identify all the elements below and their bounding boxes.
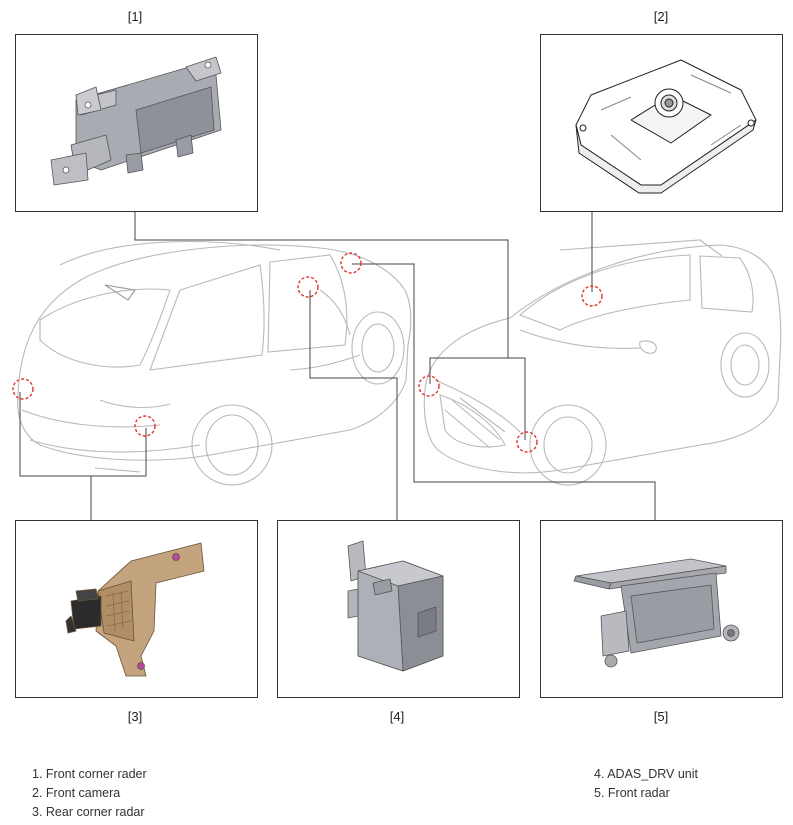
panel-front-radar xyxy=(540,520,783,698)
location-markers xyxy=(12,252,603,453)
legend-item-front-corner-radar: 1. Front corner rader xyxy=(32,767,147,781)
front-camera-housing-icon xyxy=(575,59,757,194)
panel-label-5: [5] xyxy=(653,709,669,724)
legend-right: 4. ADAS_DRV unit 5. Front radar xyxy=(594,765,698,803)
rear-view-car-illustration xyxy=(17,241,412,486)
marker-rear-right-corner-radar xyxy=(134,415,156,437)
panel-front-corner-radar xyxy=(15,34,258,212)
marker-front-camera xyxy=(581,285,603,307)
marker-adas-drv-unit xyxy=(297,276,319,298)
connector-lines xyxy=(19,211,656,520)
legend-item-front-camera: 2. Front camera xyxy=(32,786,121,800)
legend-item-adas-drv-unit: 4. ADAS_DRV unit xyxy=(594,767,698,781)
panel-label-4: [4] xyxy=(389,709,405,724)
marker-front-left-corner-radar xyxy=(418,375,440,397)
panel-adas-drv-unit xyxy=(277,520,520,698)
adas-drv-unit-icon xyxy=(347,540,444,672)
panel-label-2: [2] xyxy=(653,9,669,24)
legend-left: 1. Front corner rader 2. Front camera 3.… xyxy=(32,765,147,822)
panel-front-camera xyxy=(540,34,783,212)
marker-rear-left-corner-radar xyxy=(12,378,34,400)
front-corner-radar-bracket-icon xyxy=(50,56,222,186)
front-view-car-illustration xyxy=(423,239,782,486)
panel-label-3: [3] xyxy=(127,709,143,724)
marker-front-radar-area xyxy=(340,252,362,274)
panel-label-1: [1] xyxy=(127,9,143,24)
rear-corner-radar-bracket-icon xyxy=(65,542,205,677)
panel-rear-corner-radar xyxy=(15,520,258,698)
marker-front-right-corner-radar xyxy=(516,431,538,453)
legend-item-front-radar: 5. Front radar xyxy=(594,786,670,800)
legend-item-rear-corner-radar: 3. Rear corner radar xyxy=(32,805,145,819)
front-radar-module-icon xyxy=(573,558,740,668)
